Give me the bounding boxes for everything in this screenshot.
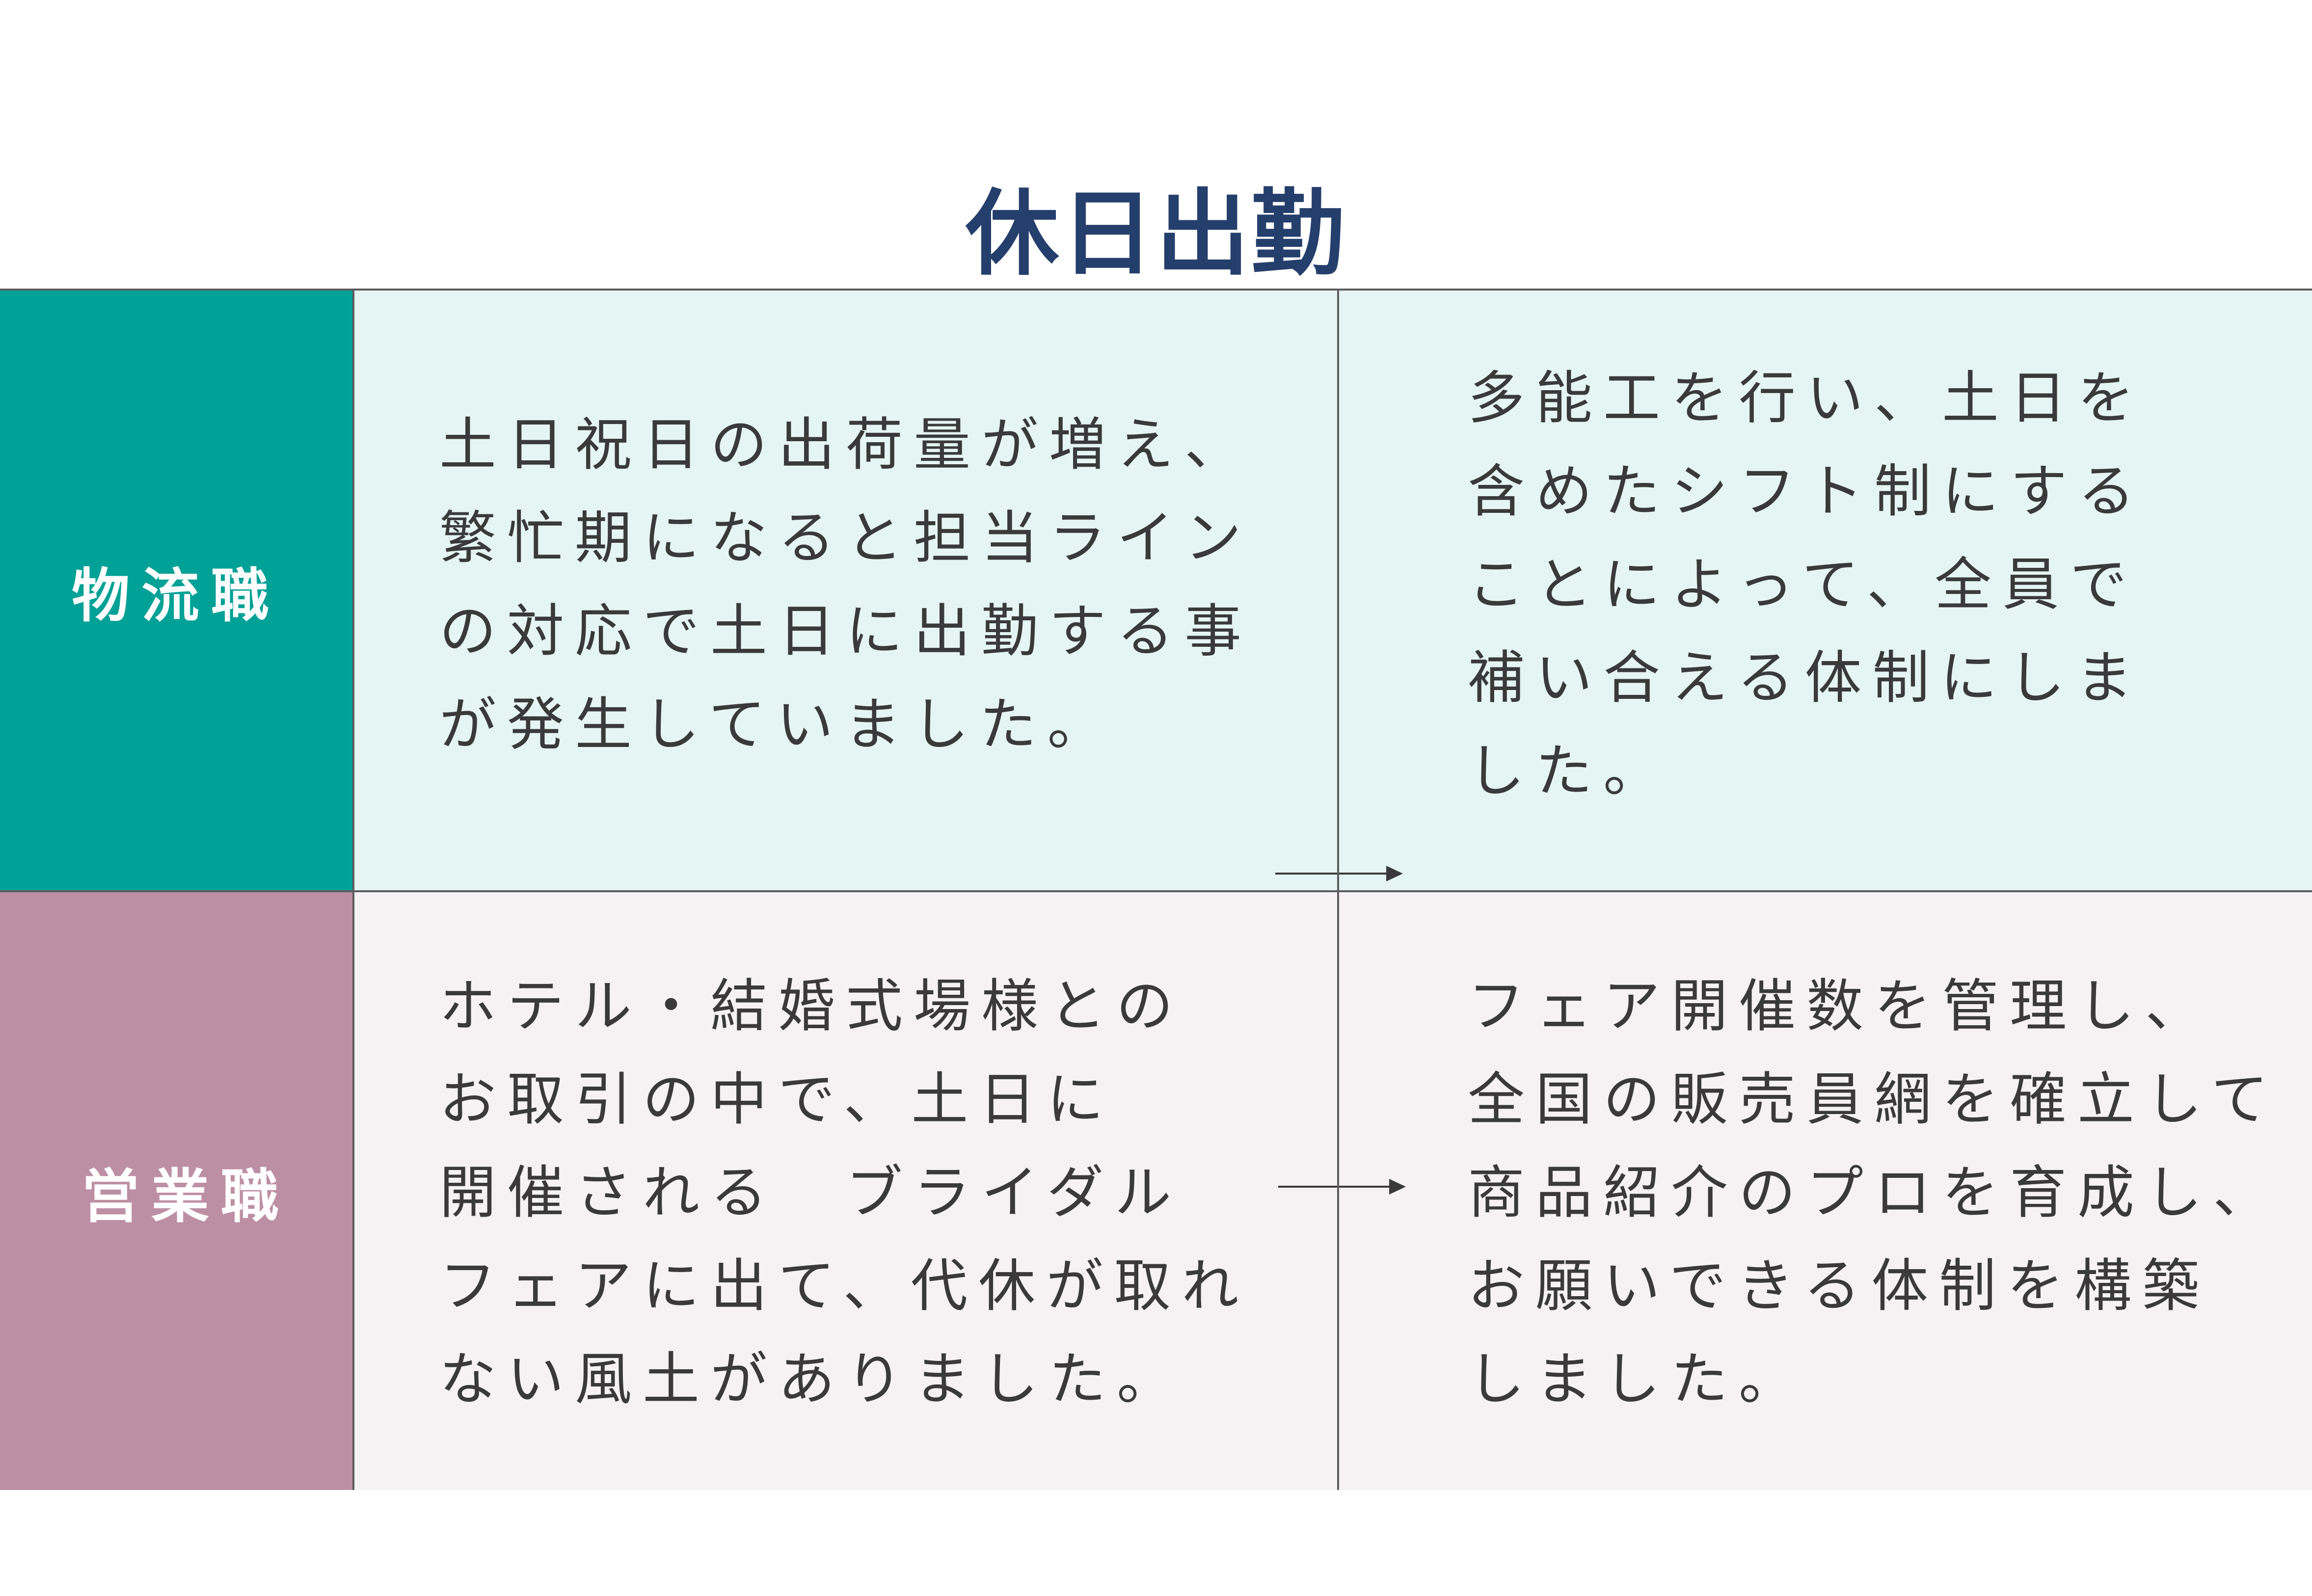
before-text: ホテル・結婚式場様との お取引の中で、土日に 開催される ブライダル フェアに出… [439,973,1250,1412]
comparison-table: 物流職 土日祝日の出荷量が増え、 繁忙期になると担当ライン の対応で土日に出勤す… [0,289,2312,1490]
table-row-logistics: 物流職 土日祝日の出荷量が増え、 繁忙期になると担当ライン の対応で土日に出勤す… [0,291,2312,890]
arrow-right-icon [1278,1179,1406,1195]
after-text: 多能工を行い、土日を 含めたシフト制にする ことによって、全員で 補い合える体制… [1468,365,2146,804]
column-divider [1337,291,1339,890]
row-label: 物流職 [71,561,281,630]
after-text: フェア開催数を管理し、 全国の販売員網を確立して 商品紹介のプロを育成し、 お願… [1468,973,2281,1412]
row-label-cell: 営業職 [0,892,354,1490]
before-text: 土日祝日の出荷量が増え、 繁忙期になると担当ライン の対応で土日に出勤する事 が… [439,412,1252,758]
column-divider [1337,892,1339,1490]
table-row-sales: 営業職 ホテル・結婚式場様との お取引の中で、土日に 開催される ブライダル フ… [0,890,2312,1490]
page-title: 休日出勤 [965,180,1346,289]
row-label: 営業職 [81,1162,291,1230]
arrow-right-icon [1275,866,1403,881]
row-label-cell: 物流職 [0,291,354,890]
